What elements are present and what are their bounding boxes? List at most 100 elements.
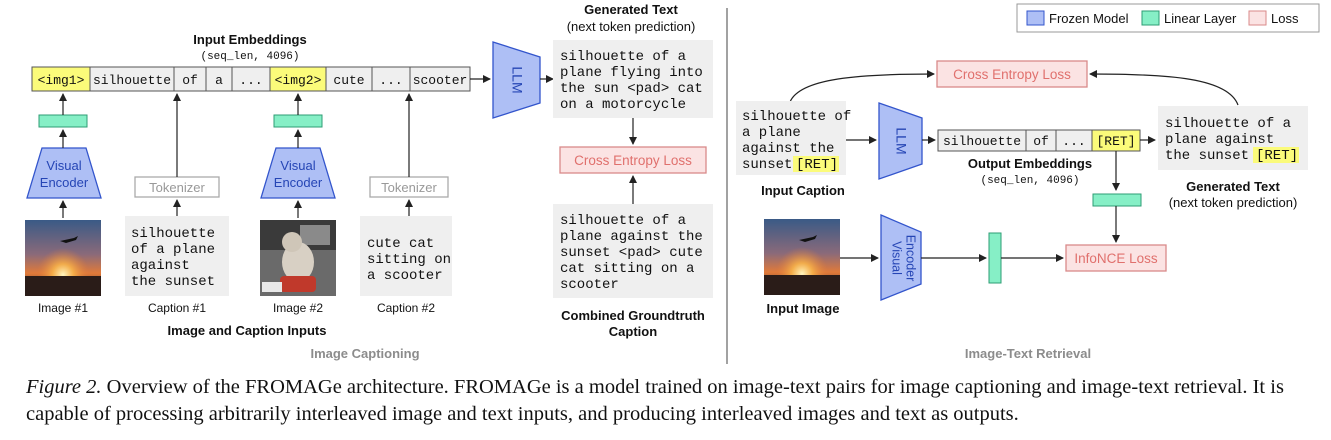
figure-caption-text: Overview of the FROMAGe architecture. FR… xyxy=(26,376,1284,425)
captioning-section: <img1> silhouette of a ... <img2> cute .… xyxy=(25,2,713,361)
retrieval-section-title: Image-Text Retrieval xyxy=(965,346,1091,361)
ret-linear-layer xyxy=(1092,193,1142,207)
caption-2-box xyxy=(360,216,452,296)
llm-block: LLM xyxy=(492,41,541,119)
encoder-label: Visual xyxy=(46,158,81,173)
generated-text-box xyxy=(553,40,713,118)
fromage-architecture-diagram: <img1> silhouette of a ... <img2> cute .… xyxy=(25,2,1320,364)
input-caption-line: a plane xyxy=(742,125,801,141)
token-img1 xyxy=(31,66,91,92)
legend-frozen-label: Frozen Model xyxy=(1049,11,1129,26)
retrieval-generated-line: silhouette of a xyxy=(1165,116,1291,132)
linear-layer-2 xyxy=(273,114,323,128)
encoder-label: Encoder xyxy=(274,175,323,190)
caption-2-line: cute cat xyxy=(367,236,434,252)
input-caption-line: against the xyxy=(742,141,834,157)
ret-token: [RET] xyxy=(1256,148,1298,164)
out-token-label: of xyxy=(1033,134,1049,149)
token-label: of xyxy=(182,73,198,88)
groundtruth-line: scooter xyxy=(560,277,619,293)
input-image-thumbnail xyxy=(764,219,840,295)
retrieval-section: Frozen Model Linear Layer Loss Cross Ent… xyxy=(736,3,1320,361)
out-token-label: [RET] xyxy=(1096,134,1135,149)
token-silhouette xyxy=(89,66,175,92)
input-caption-line: silhouette of xyxy=(742,109,851,125)
image-linear-layer xyxy=(988,232,1002,284)
figure-label: Figure 2. xyxy=(26,376,102,398)
token-label: scooter xyxy=(413,73,468,88)
cross-entropy-loss-box xyxy=(559,146,707,174)
captioning-section-title: Image Captioning xyxy=(310,346,419,361)
legend-loss-label: Loss xyxy=(1271,11,1299,26)
token-label: silhouette xyxy=(93,73,171,88)
generated-subtitle: (next token prediction) xyxy=(567,19,696,34)
encoder-label: Visual xyxy=(280,158,315,173)
out-token-label: silhouette xyxy=(943,134,1021,149)
groundtruth-title: Caption xyxy=(609,324,657,339)
generated-title: Generated Text xyxy=(584,2,678,17)
input-token-sequence: <img1> silhouette of a ... <img2> cute .… xyxy=(31,66,471,92)
token-img2 xyxy=(269,66,327,92)
groundtruth-box xyxy=(553,204,713,298)
encoder-label: Encoder xyxy=(40,175,89,190)
visual-encoder-1: Visual Encoder xyxy=(26,147,102,199)
infonce-loss-label: InfoNCE Loss xyxy=(1074,251,1158,266)
retrieval-generated-subtitle: (next token prediction) xyxy=(1169,195,1298,210)
loss-label: Cross Entropy Loss xyxy=(574,153,692,168)
input-embeddings-shape: (seq_len, 4096) xyxy=(200,51,299,63)
input-caption-title: Input Caption xyxy=(761,183,845,198)
ret-token-highlight xyxy=(793,156,839,172)
legend-linear-swatch xyxy=(1141,10,1160,26)
output-embeddings-shape: (seq_len, 4096) xyxy=(980,175,1079,187)
generated-text-line: silhouette of a xyxy=(560,49,686,65)
ret-token: [RET] xyxy=(796,157,838,173)
retrieval-llm-label: LLM xyxy=(893,127,909,154)
token-label: ... xyxy=(239,73,262,88)
groundtruth-line: cat sitting on a xyxy=(560,261,694,277)
caption-1-line: silhouette xyxy=(131,226,215,242)
groundtruth-line: sunset <pad> cute xyxy=(560,245,703,261)
input-image-title: Input Image xyxy=(767,301,840,316)
image-2-thumbnail xyxy=(260,220,336,296)
caption-1-box xyxy=(125,216,229,296)
encoder-label: Visual xyxy=(890,241,904,275)
legend-frozen-swatch xyxy=(1026,10,1045,26)
output-embeddings-title: Output Embeddings xyxy=(968,156,1092,171)
retrieval-generated-title: Generated Text xyxy=(1186,179,1280,194)
token-label: cute xyxy=(333,73,364,88)
retrieval-generated-line: plane against xyxy=(1165,132,1274,148)
image-label-1: Image #1 xyxy=(38,301,88,315)
image-label-2: Image #2 xyxy=(273,301,323,315)
token-label: ... xyxy=(379,73,402,88)
caption-1-line: against xyxy=(131,258,190,274)
tokenizer-label: Tokenizer xyxy=(149,180,205,195)
inputs-title: Image and Caption Inputs xyxy=(168,323,327,338)
groundtruth-line: silhouette of a xyxy=(560,213,686,229)
legend-loss-swatch xyxy=(1248,10,1267,26)
token-ellipsis-1 xyxy=(231,66,271,92)
generated-text-line: plane flying into xyxy=(560,65,703,81)
caption-2-line: a scooter xyxy=(367,268,443,284)
caption-1-line: the sunset xyxy=(131,274,215,290)
tokenizer-label: Tokenizer xyxy=(381,180,437,195)
retrieval-ce-loss-label: Cross Entropy Loss xyxy=(953,67,1071,82)
legend-linear-label: Linear Layer xyxy=(1164,11,1237,26)
visual-encoder-2: Visual Encoder xyxy=(260,147,336,199)
linear-layer-1 xyxy=(38,114,88,128)
image-1-thumbnail xyxy=(25,220,101,296)
output-token-sequence: silhouette of ... [RET] xyxy=(937,129,1141,152)
ret-token-highlight xyxy=(1253,147,1299,163)
caption-1-line: of a plane xyxy=(131,242,215,258)
token-cute xyxy=(325,66,373,92)
out-token-label: ... xyxy=(1062,134,1085,149)
token-label: a xyxy=(215,73,223,88)
token-ellipsis-2 xyxy=(371,66,411,92)
retrieval-generated-line: the sunset xyxy=(1165,148,1249,164)
retrieval-llm-block: LLM xyxy=(878,102,923,180)
token-scooter xyxy=(409,66,471,92)
groundtruth-title: Combined Groundtruth xyxy=(561,308,705,323)
token-of xyxy=(173,66,207,92)
generated-text-line: the sun <pad> cat xyxy=(560,81,703,97)
caption-2-line: sitting on xyxy=(367,252,451,268)
caption-label-2: Caption #2 xyxy=(377,301,435,315)
